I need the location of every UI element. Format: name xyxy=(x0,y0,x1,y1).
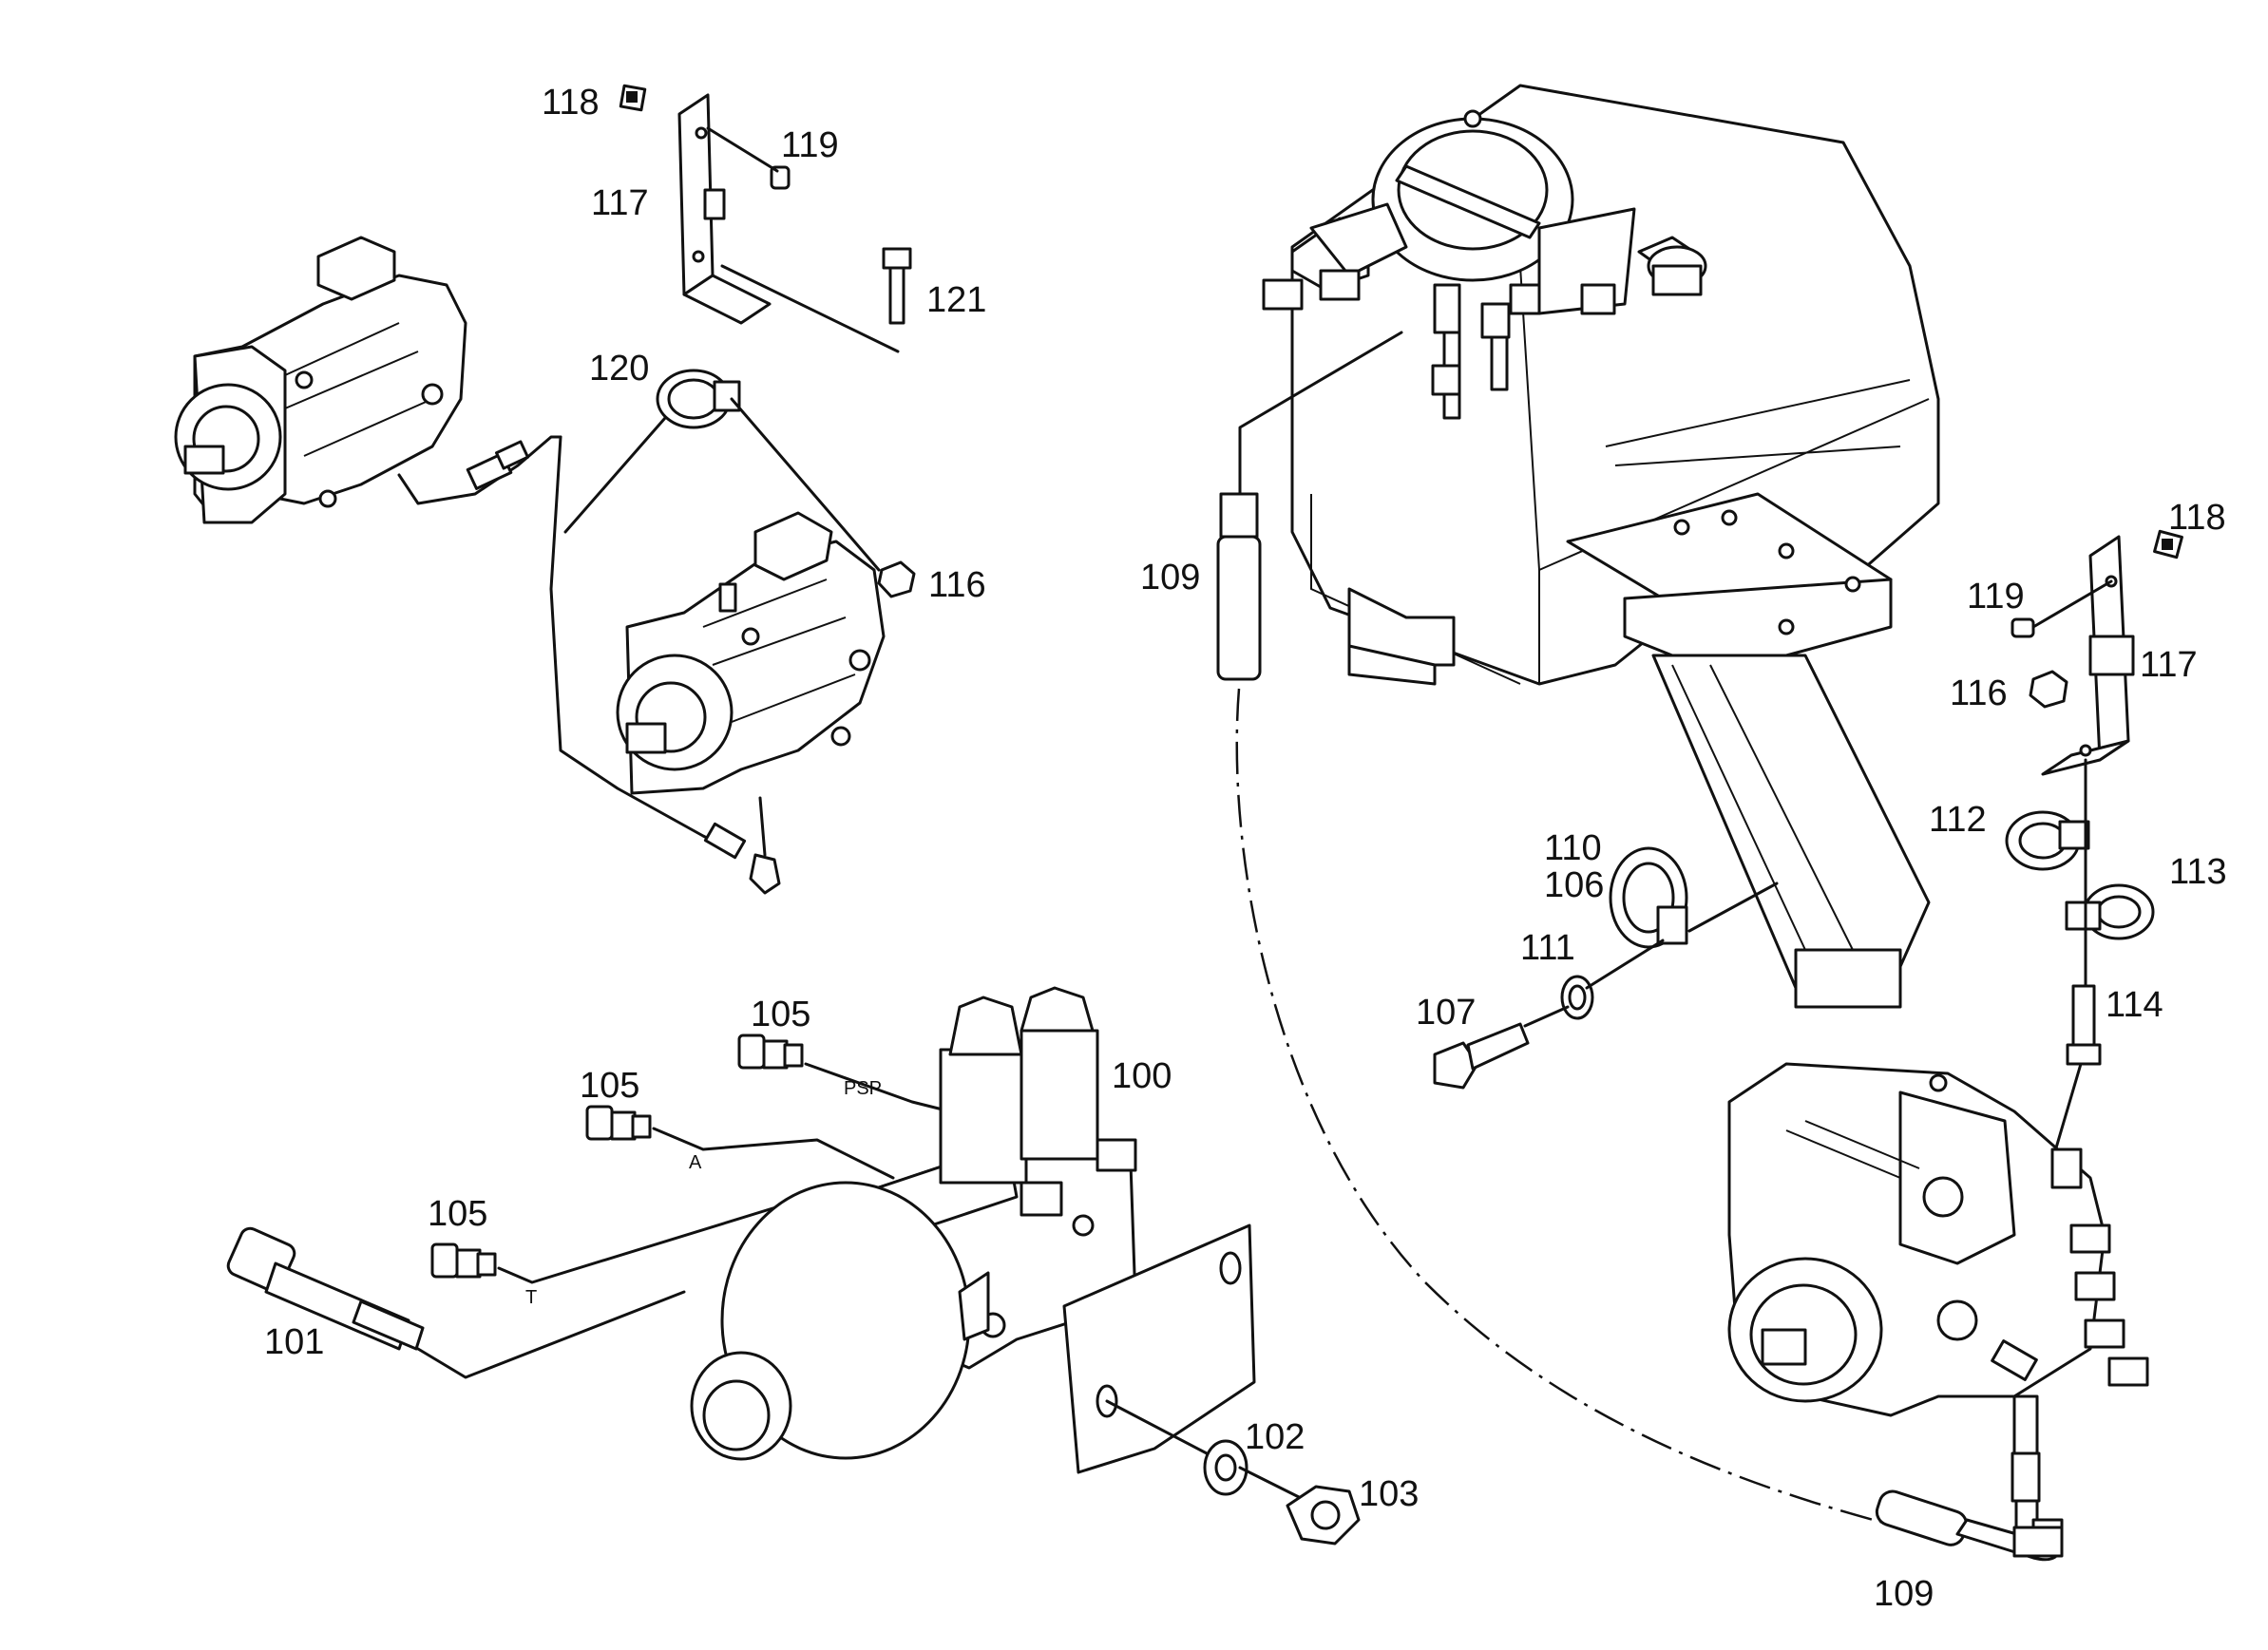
label-103: 103 xyxy=(1359,1474,1419,1514)
label-116-right: 116 xyxy=(1950,673,2008,713)
pipe-clip-120 xyxy=(656,369,741,429)
label-111: 111 xyxy=(1520,928,1575,968)
label-119-right: 119 xyxy=(1967,577,2025,616)
label-118-right: 118 xyxy=(2168,498,2226,538)
label-113: 113 xyxy=(2169,852,2227,892)
hydraulic-pump xyxy=(1727,1062,2149,1417)
bolt-107 xyxy=(1433,1022,1530,1090)
bracket-117-right xyxy=(2041,535,2135,776)
label-105-a: 105 xyxy=(580,1066,639,1106)
label-117-right: 117 xyxy=(2140,645,2198,685)
label-105-t: 105 xyxy=(428,1194,487,1234)
label-119-upper: 119 xyxy=(781,125,839,165)
nut-116-upper xyxy=(877,560,916,598)
label-114: 114 xyxy=(2106,985,2163,1025)
hose-109-route xyxy=(1235,688,1892,1527)
washer-111 xyxy=(1560,975,1594,1020)
label-101: 101 xyxy=(264,1322,324,1362)
pipe-clip-110-106 xyxy=(1609,846,1688,949)
fitting-105-psp xyxy=(737,1034,804,1070)
nut-116-right xyxy=(2029,670,2068,709)
label-100: 100 xyxy=(1112,1056,1172,1096)
label-106: 106 xyxy=(1544,865,1604,905)
hose-109-lower xyxy=(1875,1489,2064,1562)
label-118-upper: 118 xyxy=(542,83,600,123)
label-120: 120 xyxy=(589,349,649,389)
label-121: 121 xyxy=(926,280,986,320)
label-110: 110 xyxy=(1544,828,1602,868)
accumulator xyxy=(690,1181,990,1461)
nut-103 xyxy=(1286,1485,1361,1546)
port-label-a: A xyxy=(689,1152,702,1173)
hydraulic-motor-lower xyxy=(616,511,886,795)
clamp-plate-118-upper xyxy=(619,84,647,112)
label-107: 107 xyxy=(1416,993,1476,1033)
clamp-plate-118-right xyxy=(2153,529,2183,559)
bolt-101 xyxy=(226,1226,425,1351)
label-112: 112 xyxy=(1929,800,1987,840)
fitting-105-t xyxy=(430,1242,497,1279)
fitting-105-a xyxy=(585,1105,652,1141)
washer-102 xyxy=(1203,1439,1248,1496)
hose-fitting-lower xyxy=(703,796,781,895)
label-109-lower: 109 xyxy=(1874,1574,1934,1614)
hose-109-upper xyxy=(1216,492,1262,681)
tank-fittings xyxy=(1431,283,1616,420)
pump-fitting-109 xyxy=(1991,1339,2041,1531)
label-109-upper: 109 xyxy=(1140,558,1200,597)
hydraulic-motor-upper xyxy=(174,236,467,524)
label-117-upper: 117 xyxy=(591,183,649,223)
screw-119-upper xyxy=(770,165,791,190)
label-105-psp: 105 xyxy=(751,995,810,1034)
port-label-psp: PSP xyxy=(844,1078,882,1099)
port-label-t: T xyxy=(525,1287,537,1308)
pipe-clip-113 xyxy=(2065,883,2155,940)
mounting-plate xyxy=(1062,1223,1256,1474)
bracket-117-upper xyxy=(677,93,772,325)
bolt-114 xyxy=(2066,984,2102,1066)
pipe-clip-112 xyxy=(2005,810,2090,871)
label-102: 102 xyxy=(1245,1417,1305,1457)
hose-fitting-upper xyxy=(466,440,529,490)
tank-filter-head xyxy=(1262,109,1707,315)
screw-119-right xyxy=(2011,617,2035,638)
bolt-121 xyxy=(882,247,912,325)
label-116-upper: 116 xyxy=(928,565,986,605)
